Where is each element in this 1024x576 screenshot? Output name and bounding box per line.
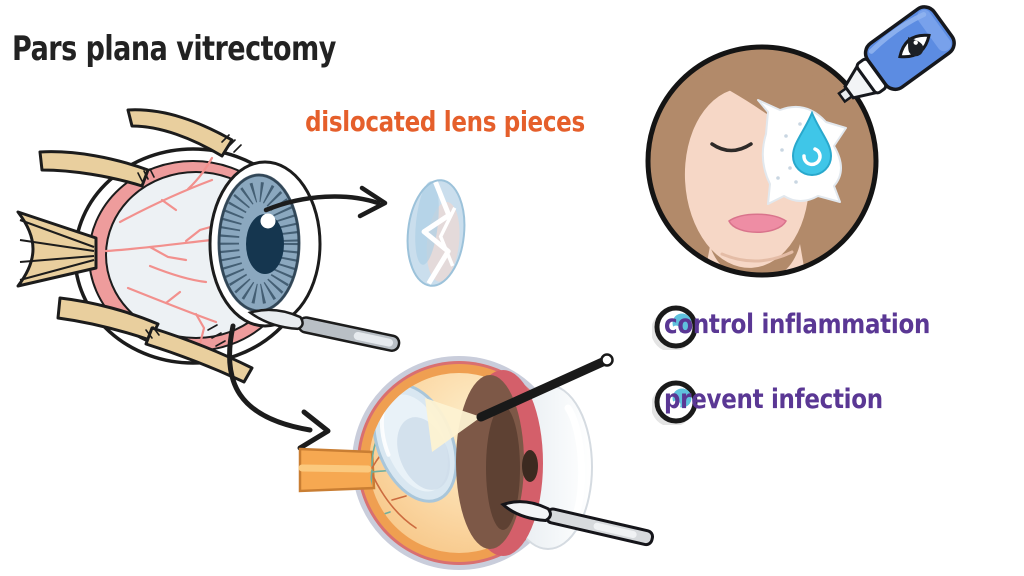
bottle-eye-label-icon (898, 33, 931, 59)
face-eyedrops-illustration (645, 5, 956, 278)
muscle-fan-lines (19, 219, 95, 281)
light-cone (425, 398, 481, 452)
eye-highlight (260, 213, 276, 229)
eye-muscles (16, 108, 254, 384)
iris-and-cornea (208, 160, 322, 328)
eye-drop-bullet-icon (652, 305, 698, 350)
lens-arrow-icon (263, 185, 388, 219)
aftercare-label: control inflammation (664, 310, 931, 340)
eye-drop-bullet-icon (652, 380, 698, 425)
aftercare-item-control-inflammation: control inflammation (652, 302, 931, 350)
dislocated-lens-illustration (406, 179, 466, 287)
closed-eye (710, 142, 753, 153)
dislocated-lens-label: dislocated lens pieces (305, 107, 585, 139)
eye-drop (791, 110, 833, 176)
light-pipe-icon (476, 353, 614, 422)
page-title: Pars plana vitrectomy (12, 30, 336, 69)
eyedrop-bottle-icon (837, 5, 956, 104)
scalpel-2-icon (500, 500, 655, 547)
circle-frame (645, 44, 879, 278)
floating-lens (372, 383, 458, 503)
transfer-arrow-icon (227, 323, 331, 451)
scalpel-icon (247, 308, 401, 352)
chin-line (720, 250, 794, 263)
lips (728, 213, 787, 233)
aftercare-item-prevent-infection: prevent infection (652, 377, 883, 425)
hair-sweep (698, 54, 834, 174)
muscle-attachment-marks (137, 134, 242, 347)
optic-nerve (298, 447, 376, 493)
eye-anatomy-illustration (16, 108, 401, 384)
aftercare-label: prevent infection (664, 385, 883, 415)
vitrectomy-eye-illustration (298, 353, 655, 570)
